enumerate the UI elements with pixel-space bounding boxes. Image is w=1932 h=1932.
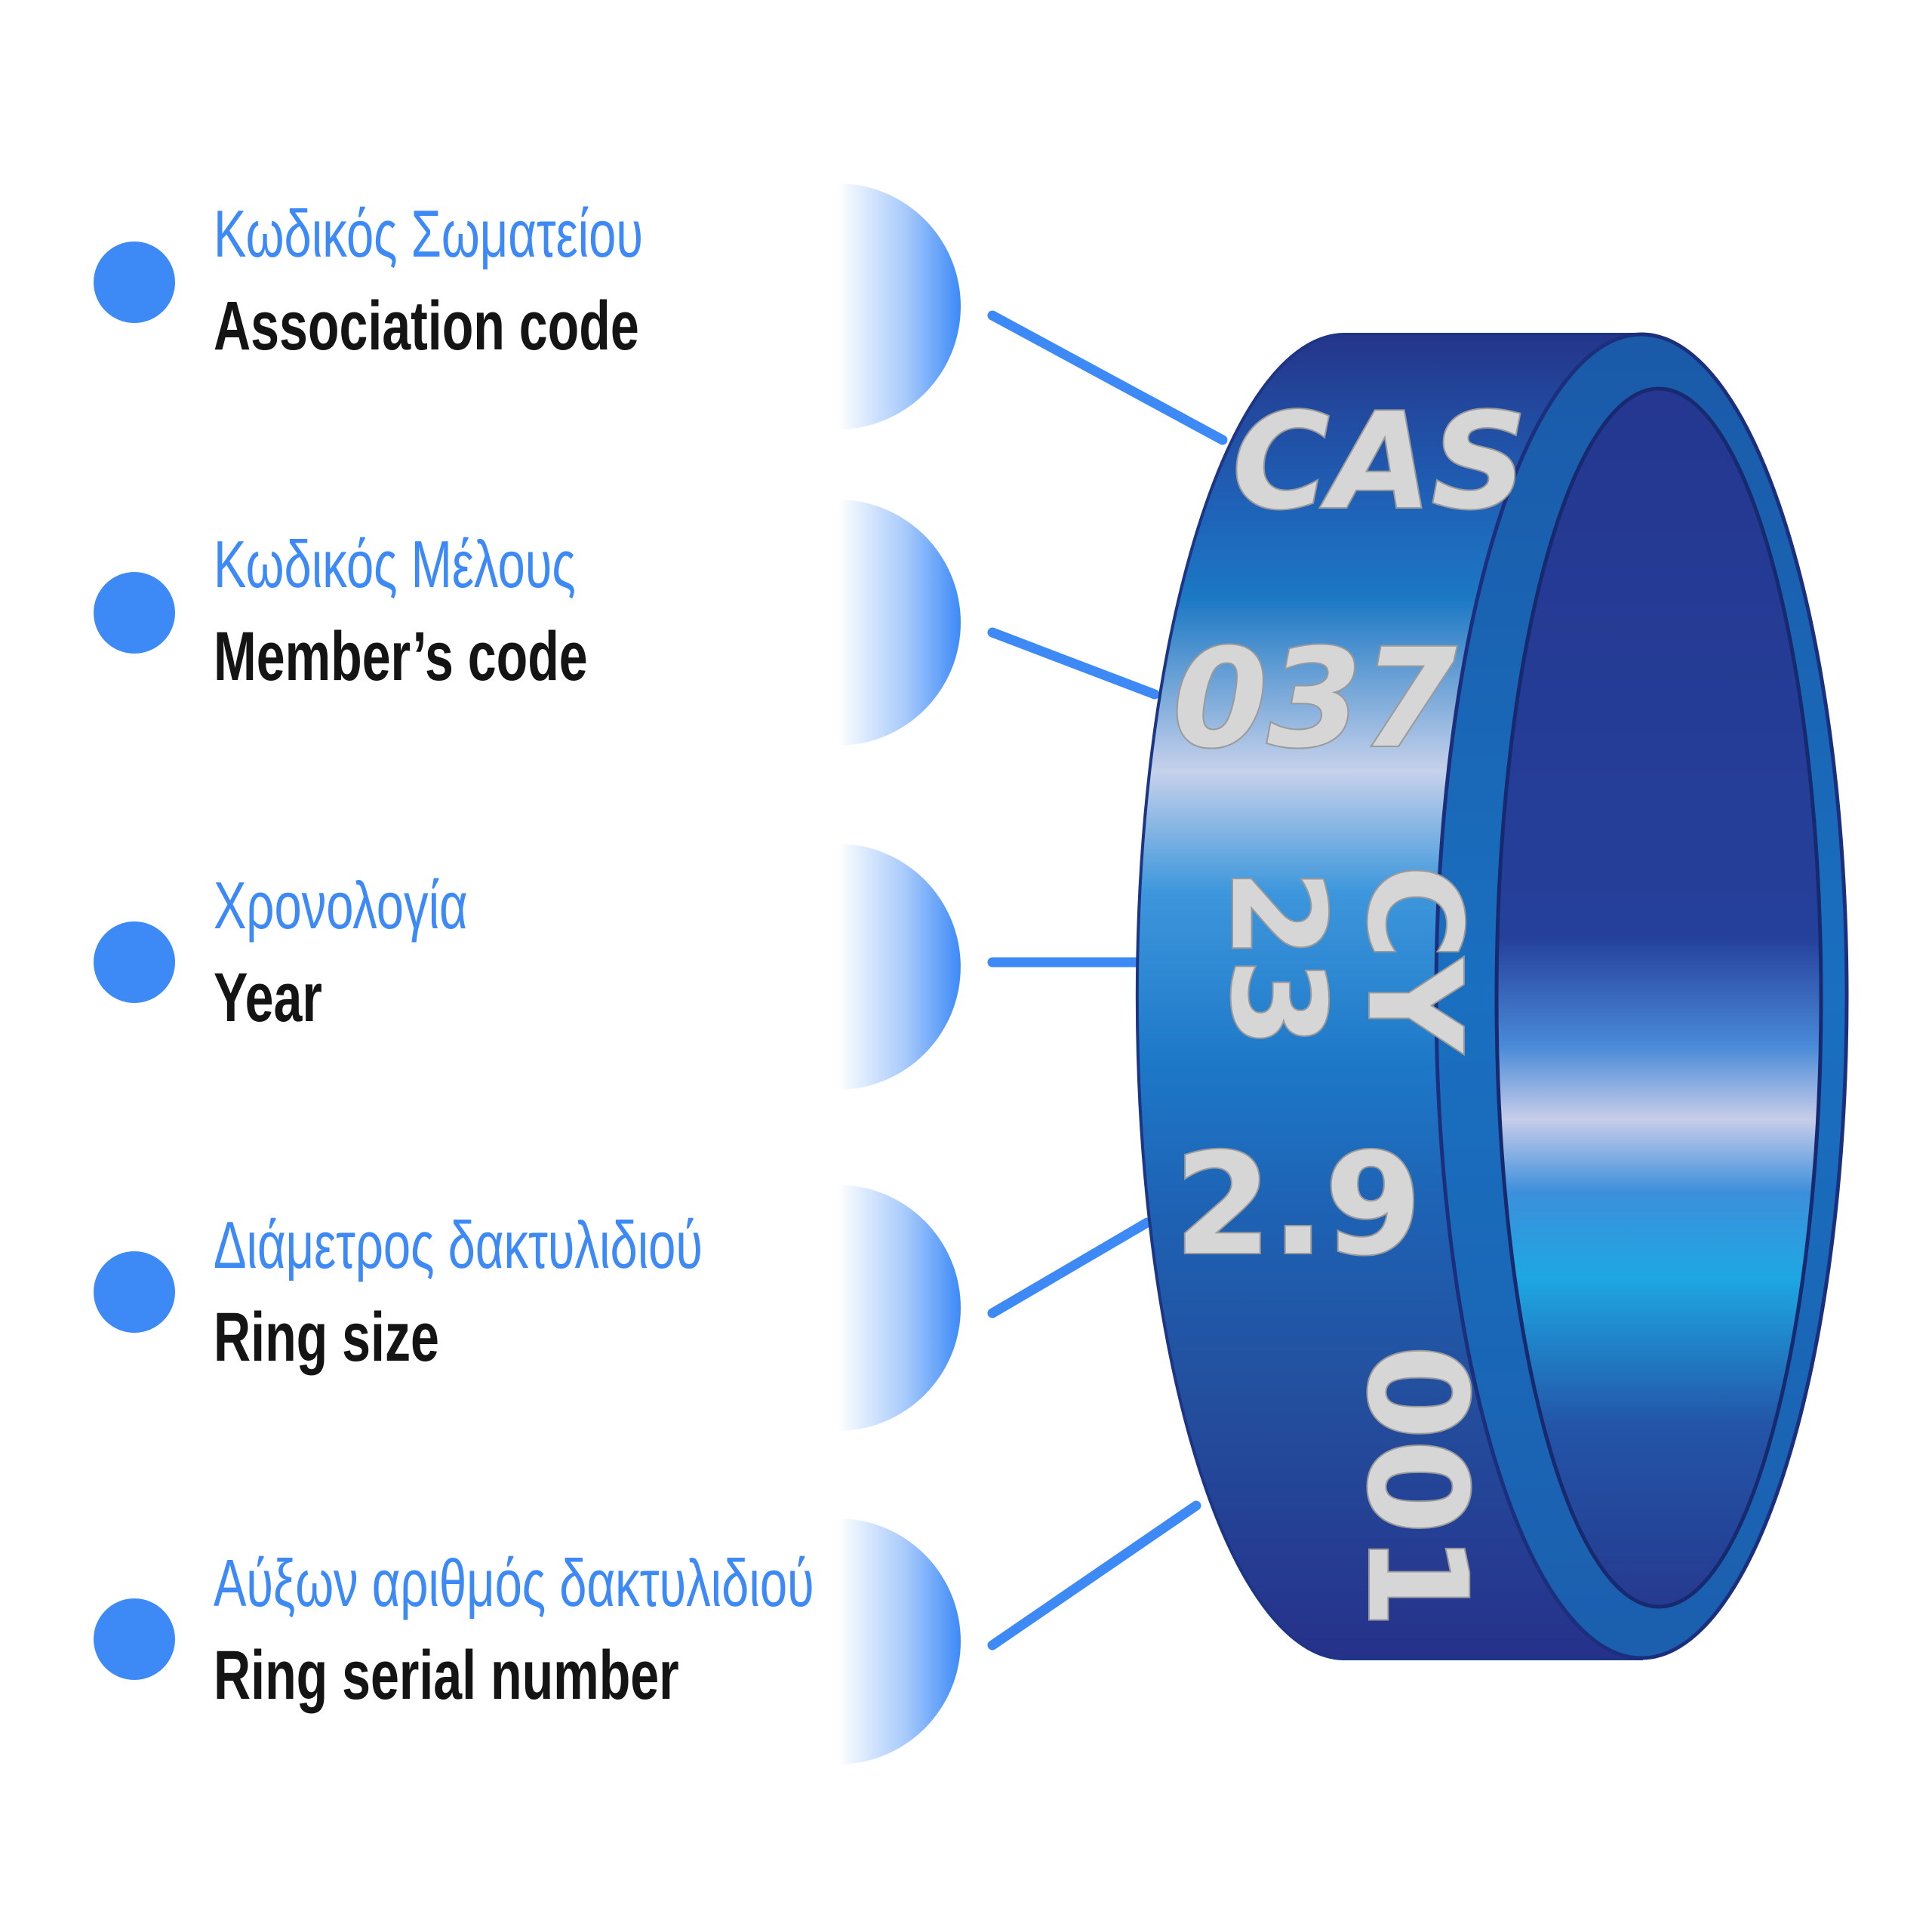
bullet-serial (94, 1598, 175, 1680)
ring-member-code: 037 (1173, 620, 1457, 778)
label-serial: Αύξων αριθμός δακτυλιδιού Ring serial nu… (214, 1547, 1025, 1715)
label-size: Διάμετρος δακτυλιδιού Ring size (214, 1209, 875, 1377)
bullet-member (94, 572, 175, 654)
ring-size-value: 2.9 (1174, 1123, 1422, 1286)
half-circle-association (838, 183, 961, 429)
label-member: Κωδικός Μέλους Member’s code (214, 528, 719, 696)
connector-line-member (987, 627, 1160, 700)
half-circle-year (838, 844, 961, 1090)
label-association-english: Association code (214, 288, 639, 365)
ring-association-code: CAS (1232, 386, 1527, 539)
connector-line-size (987, 1217, 1152, 1318)
label-year-english: Year (214, 959, 322, 1036)
label-association-greek: Κωδικός Σωματείου (214, 196, 643, 271)
label-size-greek: Διάμετρος δακτυλιδιού (214, 1208, 703, 1282)
connector-line-association (987, 310, 1228, 445)
ring-inner-surface (1494, 386, 1823, 1609)
half-circle-serial (838, 1518, 961, 1764)
label-member-greek: Κωδικός Μέλους (214, 527, 576, 601)
label-year-greek: Χρονολογία (214, 868, 468, 943)
bullet-association (94, 242, 175, 323)
label-size-english: Ring size (214, 1299, 439, 1376)
ring-year: 23 (1202, 869, 1352, 1048)
label-serial-english: Ring serial number (214, 1637, 679, 1714)
half-circle-member (838, 500, 961, 746)
half-circle-size (838, 1185, 961, 1431)
ring-serial-number: 001 (1337, 1345, 1495, 1629)
label-serial-greek: Αύξων αριθμός δακτυλιδιού (214, 1546, 814, 1620)
label-member-english: Member’s code (214, 618, 588, 695)
label-year: Χρονολογία Year (214, 869, 557, 1037)
ring: CAS 037 23 CY 2.9 001 (1135, 332, 1849, 1660)
ring-country-code: CY (1339, 865, 1488, 1054)
bullet-year (94, 921, 175, 1003)
bullet-size (94, 1251, 175, 1333)
label-association: Κωδικός Σωματείου Association code (214, 198, 794, 365)
connector-line-serial (987, 1500, 1201, 1651)
